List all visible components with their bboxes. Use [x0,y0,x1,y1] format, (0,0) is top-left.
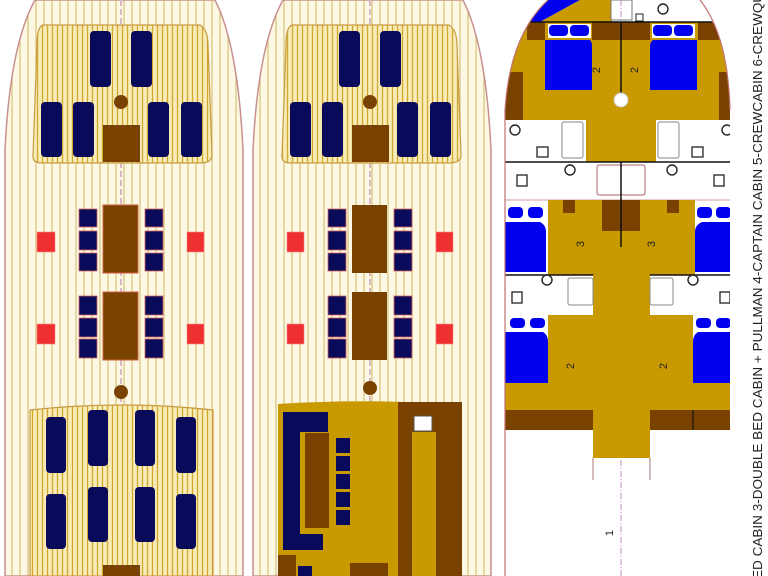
mast-icon [363,95,377,109]
hull-outline [504,0,731,576]
cabin-number: 2 [658,363,670,369]
lower-deck-panel: 2 2 3 3 2 2 1 [504,0,731,576]
cabin-number: 3 [575,241,587,247]
sink-icon [635,13,644,22]
sunbed-cushions-aft [46,410,196,549]
sun-deck-panel [4,0,244,576]
dining-area [286,205,454,360]
sunbed-cushions [41,31,202,157]
hatch [103,125,140,162]
saloon [278,401,462,576]
dining-area [36,204,205,361]
cabin-numbers: 2 2 3 3 2 2 1 [565,67,670,536]
cabin-number: 2 [565,363,577,369]
mast-icon [114,385,128,399]
toilet-icon [657,3,669,15]
cabin-number: 1 [604,530,616,536]
cabin-legend: ED CABIN 3-DOUBLE BED CABIN + PULLMAN 4-… [750,0,765,576]
cabin-number: 2 [591,67,603,73]
cabin-number: 3 [646,241,658,247]
mast-icon [363,381,377,395]
main-deck-panel [252,0,492,576]
beds [545,25,697,90]
sunbed-pad-aft [29,404,214,576]
cabin-number: 2 [629,67,641,73]
storage-boxes [36,231,205,345]
mast-icon [114,95,128,109]
galley-stove-icon [413,415,433,432]
